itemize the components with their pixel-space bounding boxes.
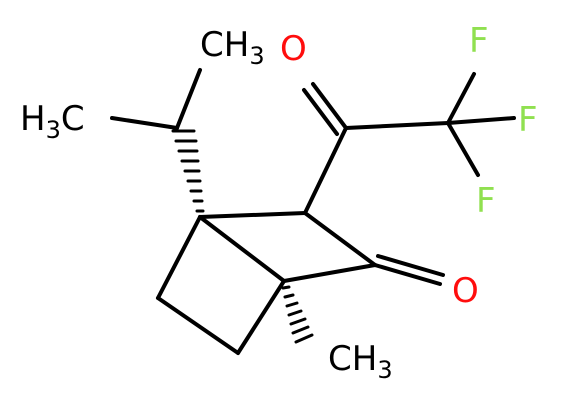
hashed-wedge-c4-methyl	[281, 285, 314, 344]
bond-c9-methyl-top	[175, 68, 202, 130]
bond-acyl-co-2	[302, 88, 339, 136]
bond-cf-2	[446, 116, 516, 125]
methyl-label-left: H3C	[20, 99, 85, 144]
bond-c7-c8	[303, 126, 348, 215]
bond-acyl-co-1	[311, 82, 348, 130]
fluorine-label-3: F	[476, 181, 496, 221]
oxygen-label-acyl: O	[280, 29, 307, 69]
bond-cf-3	[446, 121, 480, 177]
bond-c9-methyl-left	[110, 116, 179, 130]
bond-ketone-co-1	[373, 263, 442, 286]
bond-c3-c4	[236, 279, 286, 355]
bond-c6-c4	[282, 263, 377, 283]
bond-c1-c4-bridge	[198, 215, 286, 283]
methyl-label-bottom: CH3	[328, 339, 393, 384]
bond-cf-1	[446, 72, 476, 125]
hashed-wedge-c1-c9	[171, 129, 205, 213]
oxygen-label-ketone: O	[452, 271, 479, 311]
bond-c1-c2	[156, 215, 202, 300]
bond-ketone-co-2	[376, 254, 445, 277]
bond-c2-c3	[156, 296, 240, 355]
fluorine-label-1: F	[469, 21, 489, 61]
bond-c7-c6	[303, 211, 377, 267]
methyl-label-top: CH3	[200, 25, 265, 70]
fluorine-label-2: F	[518, 100, 538, 140]
bond-c1-c7	[198, 211, 307, 219]
bond-c8-cf3	[344, 121, 450, 130]
